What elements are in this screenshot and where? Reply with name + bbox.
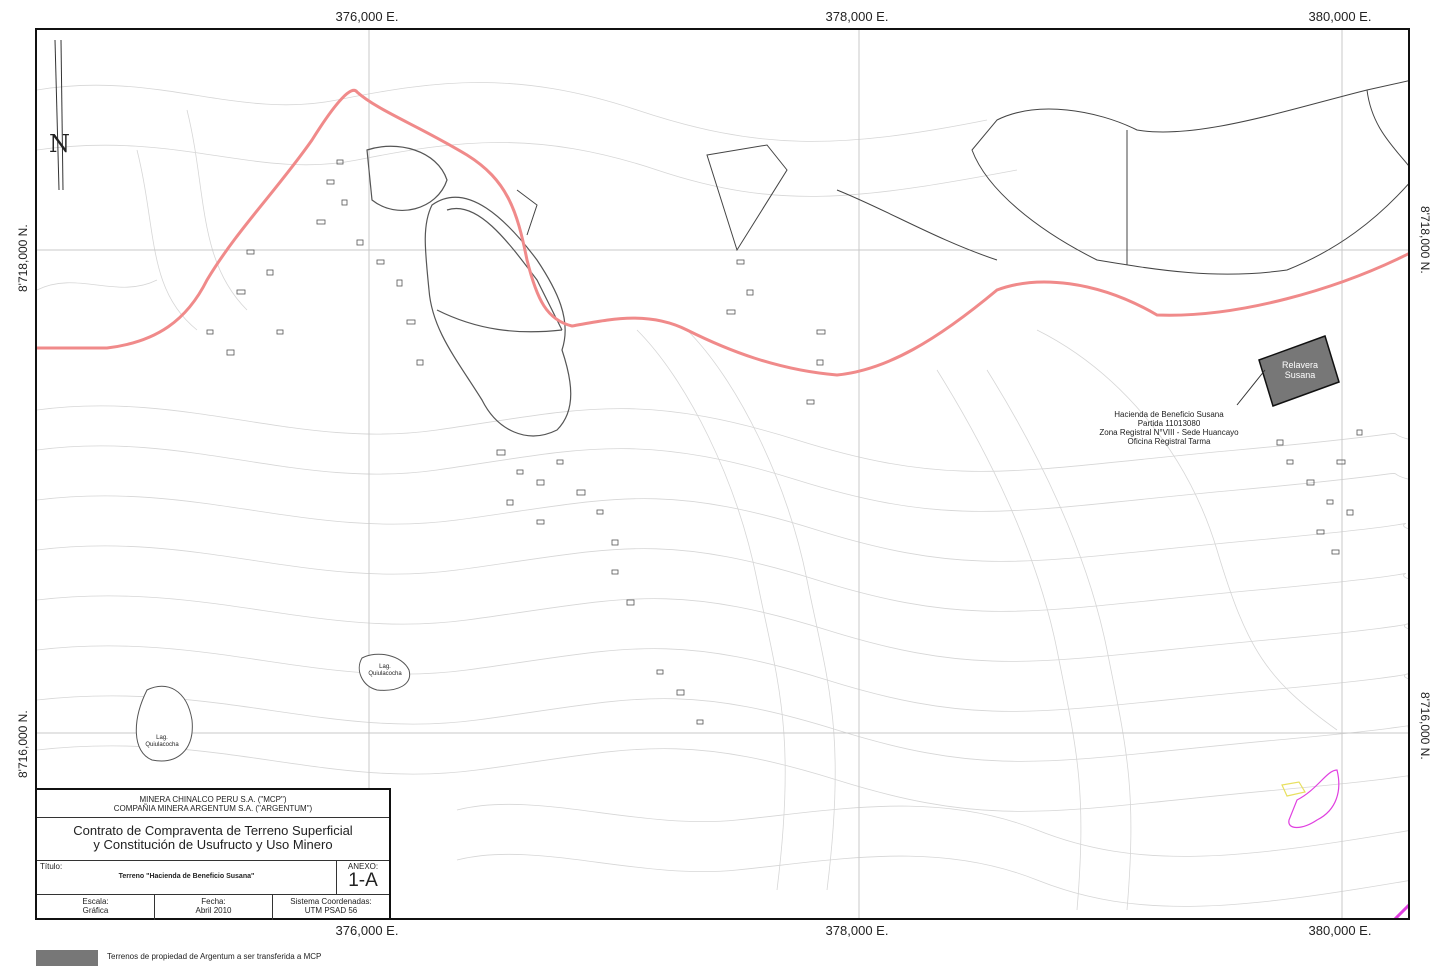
road-line [37,88,1408,377]
lake-label-1-line1: Lag. [379,664,391,670]
yellow-parcel-outline [1281,781,1306,797]
lake-label-2: Lag. Quiulacocha [132,735,192,749]
fecha-label: Fecha: [201,897,226,906]
magenta-parcel-outline [1288,769,1340,829]
lake-outline-2 [135,685,193,762]
easting-label-top-376000: 376,000 E. [335,9,399,24]
annotation-leader-line [1236,369,1266,406]
annotation-line3: Zona Registral N°VIII - Sede Huancayo [1099,428,1239,437]
title-block-companies: MINERA CHINALCO PERU S.A. ("MCP") COMPAÑ… [37,790,389,818]
relavera-susana-parcel[interactable] [1258,335,1340,407]
easting-label-top-380000: 380,000 E. [1308,9,1372,24]
titulo-cell: Título: Terreno "Hacienda de Beneficio S… [37,860,337,894]
fecha-value: Abril 2010 [195,906,232,915]
open-pit-outline [366,145,572,437]
northing-label-right-8716000: 8'716,000 N. [1418,692,1432,760]
escala-value: Gráfica [82,906,109,915]
settlement-blocks [206,159,1363,725]
easting-label-bottom-376000: 376,000 E. [335,923,399,938]
title-block-contract: Contrato de Compraventa de Terreno Super… [37,817,389,861]
easting-label-top-378000: 378,000 E. [825,9,889,24]
company-2: COMPAÑIA MINERA ARGENTUM S.A. ("ARGENTUM… [113,804,313,813]
magenta-corner-mark [1393,903,1408,918]
titulo-value: Terreno "Hacienda de Beneficio Susana" [118,873,255,880]
northing-label-left-8716000: 8'716,000 N. [16,710,30,778]
map-frame[interactable]: N Relavera Susana Hacienda de Beneficio … [35,28,1410,920]
parcel-annotation: Hacienda de Beneficio Susana Partida 110… [1099,410,1239,446]
northing-label-right-8718000: 8'718,000 N. [1418,206,1432,274]
easting-label-bottom-378000: 378,000 E. [825,923,889,938]
parcel-label-line1: Relavera [1281,360,1319,370]
terrain-outline [516,80,1408,275]
fecha-cell: Fecha: Abril 2010 [155,894,273,920]
title-block-meta-row: Escala: Gráfica Fecha: Abril 2010 Sistem… [37,894,389,920]
contour-lines [37,82,1408,911]
annotation-line4: Oficina Registral Tarma [1127,437,1211,446]
sistema-value: UTM PSAD 56 [304,906,358,915]
contract-line-1: Contrato de Compraventa de Terreno Super… [73,823,353,838]
north-label: N [49,130,70,158]
lake-label-2-line2: Quiulacocha [145,742,179,748]
lake-label-1: Lag. Quiulacocha [360,664,410,678]
annotation-line1: Hacienda de Beneficio Susana [1114,410,1224,419]
annotation-line2: Partida 11013080 [1137,419,1201,428]
easting-label-bottom-380000: 380,000 E. [1308,923,1372,938]
lake-outline-1 [358,653,411,691]
lake-label-2-line1: Lag. [156,735,168,741]
northing-label-left-8718000: 8'718,000 N. [16,224,30,292]
escala-label: Escala: [82,897,109,906]
title-block-titulo-row: Título: Terreno "Hacienda de Beneficio S… [37,860,389,895]
parcel-label: Relavera Susana [1275,360,1325,380]
anexo-cell: ANEXO: 1-A [337,860,389,894]
grid-lines [37,30,1408,918]
escala-cell: Escala: Gráfica [37,894,155,920]
parcel-label-line2: Susana [1284,370,1316,380]
north-arrow [54,39,64,191]
map-canvas[interactable] [37,30,1410,920]
legend-text: Terrenos de propiedad de Argentum a ser … [107,952,322,961]
anexo-value: 1-A [348,870,378,891]
contract-line-2: y Constitución de Usufructo y Uso Minero [93,837,333,852]
sistema-label: Sistema Coordenadas: [290,897,372,906]
titulo-label: Título: [40,862,63,871]
lake-label-1-line2: Quiulacocha [368,671,402,677]
legend-swatch [36,950,98,966]
title-block: MINERA CHINALCO PERU S.A. ("MCP") COMPAÑ… [35,788,391,920]
company-1: MINERA CHINALCO PERU S.A. ("MCP") [139,795,287,804]
anexo-label: ANEXO: [347,862,379,871]
sistema-cell: Sistema Coordenadas: UTM PSAD 56 [273,894,389,920]
